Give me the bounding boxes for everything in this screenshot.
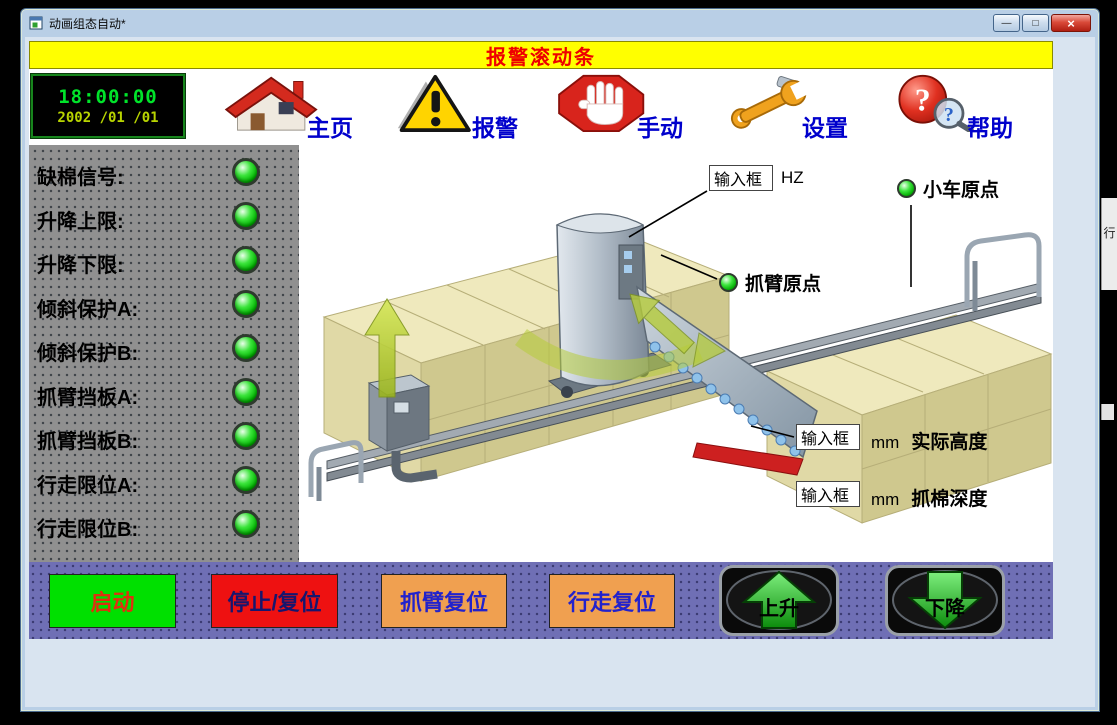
start-button[interactable]: 启动	[49, 574, 176, 628]
status-row: 倾斜保护B:	[29, 329, 299, 373]
status-led	[232, 466, 260, 494]
machine-diagram: HZ 小车原点 抓臂原点 mm 实际高度 mm 抓	[299, 145, 1053, 562]
status-led	[232, 510, 260, 538]
status-row: 行走限位A:	[29, 461, 299, 505]
height-label: 实际高度	[911, 432, 988, 453]
main-area: 缺棉信号: 升降上限: 升降下限: 倾斜保护A: 倾斜保护B: 抓臂挡板A: 抓…	[29, 145, 1053, 562]
up-button-label: 上升	[759, 598, 799, 620]
nav-manual-label: 手动	[637, 115, 683, 141]
svg-text:?: ?	[915, 82, 931, 117]
minimize-button[interactable]: —	[993, 14, 1020, 32]
status-label: 升降上限:	[37, 211, 124, 233]
status-row: 缺棉信号:	[29, 153, 299, 197]
cart-origin-label: 小车原点	[923, 180, 1000, 201]
frequency-unit: HZ	[781, 168, 804, 187]
arm-origin-led	[719, 273, 738, 292]
window-title: 动画组态自动*	[49, 16, 126, 31]
machine-illustration	[308, 190, 1053, 524]
nav-home-button[interactable]: 主页	[216, 71, 356, 143]
maximize-button[interactable]: □	[1022, 14, 1049, 32]
stop-reset-button[interactable]: 停止/复位	[211, 574, 338, 628]
actual-height-input[interactable]	[796, 424, 860, 450]
cart-origin-led	[897, 179, 916, 198]
app-window: 动画组态自动* — □ × 报警滚动条 18:00:00 2002 /01 /0…	[20, 8, 1100, 712]
toolbar: 18:00:00 2002 /01 /01 主页	[29, 69, 1053, 145]
status-row: 升降下限:	[29, 241, 299, 285]
frequency-input[interactable]	[709, 165, 773, 191]
nav-help-label: 帮助	[967, 115, 1013, 141]
status-label: 倾斜保护A:	[37, 299, 139, 321]
window-client-area: 报警滚动条 18:00:00 2002 /01 /01	[25, 37, 1095, 707]
occluded-window-fragment: 行	[1101, 198, 1117, 290]
nav-alarm-button[interactable]: 报警	[381, 71, 521, 143]
status-led	[232, 334, 260, 362]
status-led	[232, 422, 260, 450]
clock-display: 18:00:00 2002 /01 /01	[30, 73, 186, 139]
titlebar[interactable]: 动画组态自动* — □ ×	[21, 9, 1099, 37]
status-label: 倾斜保护B:	[37, 343, 139, 365]
alarm-icon	[397, 74, 471, 132]
status-led	[232, 290, 260, 318]
status-label: 升降下限:	[37, 255, 124, 277]
down-arrow-icon	[892, 570, 998, 630]
status-panel: 缺棉信号: 升降上限: 升降下限: 倾斜保护A: 倾斜保护B: 抓臂挡板A: 抓…	[29, 145, 299, 562]
grab-depth-caption: mm 抓棉深度	[871, 484, 987, 511]
down-button[interactable]: 下降	[885, 565, 1005, 636]
depth-unit: mm	[871, 490, 900, 509]
close-button[interactable]: ×	[1051, 14, 1091, 32]
alarm-banner-text: 报警滚动条	[486, 46, 596, 69]
alarm-banner: 报警滚动条	[29, 41, 1053, 69]
status-label: 抓臂挡板A:	[37, 387, 139, 409]
status-led	[232, 158, 260, 186]
travel-reset-button[interactable]: 行走复位	[549, 574, 675, 628]
status-label: 缺棉信号:	[37, 167, 124, 189]
height-unit: mm	[871, 433, 900, 452]
up-arrow-icon	[726, 570, 832, 630]
actual-height-caption: mm 实际高度	[871, 427, 987, 454]
status-row: 行走限位B:	[29, 505, 299, 549]
nav-alarm-label: 报警	[472, 115, 518, 141]
window-controls: — □ ×	[993, 14, 1091, 32]
up-button[interactable]: 上升	[719, 565, 839, 636]
arm-reset-button[interactable]: 抓臂复位	[381, 574, 507, 628]
nav-settings-button[interactable]: 设置	[711, 71, 851, 143]
nav-help-button[interactable]: ? ? 帮助	[876, 71, 1016, 143]
status-label: 抓臂挡板B:	[37, 431, 139, 453]
arm-origin-label: 抓臂原点	[745, 274, 822, 295]
occluded-window-fragment	[1101, 404, 1114, 420]
depth-label: 抓棉深度	[911, 489, 988, 510]
status-label: 行走限位A:	[37, 475, 139, 497]
help-icon: ? ?	[898, 74, 975, 132]
hmi-screen: 报警滚动条 18:00:00 2002 /01 /01	[29, 41, 1053, 639]
status-row: 抓臂挡板B:	[29, 417, 299, 461]
status-row: 升降上限:	[29, 197, 299, 241]
fragment-text: 行	[1103, 226, 1116, 240]
hand-stop-icon	[558, 74, 645, 132]
grab-depth-input[interactable]	[796, 481, 860, 507]
wrench-icon	[730, 76, 812, 129]
clock-time: 18:00:00	[58, 86, 158, 108]
app-icon	[29, 16, 43, 30]
nav-settings-label: 设置	[802, 115, 848, 141]
nav-manual-button[interactable]: 手动	[546, 71, 686, 143]
status-led	[232, 246, 260, 274]
svg-text:?: ?	[944, 104, 954, 126]
clock-date: 2002 /01 /01	[57, 110, 159, 126]
control-bar: 启动 停止/复位 抓臂复位 行走复位 上升	[29, 562, 1053, 639]
down-button-label: 下降	[925, 598, 965, 620]
status-label: 行走限位B:	[37, 519, 139, 541]
home-icon	[224, 76, 318, 131]
status-led	[232, 202, 260, 230]
status-row: 抓臂挡板A:	[29, 373, 299, 417]
nav-home-label: 主页	[307, 115, 353, 141]
status-row: 倾斜保护A:	[29, 285, 299, 329]
status-led	[232, 378, 260, 406]
